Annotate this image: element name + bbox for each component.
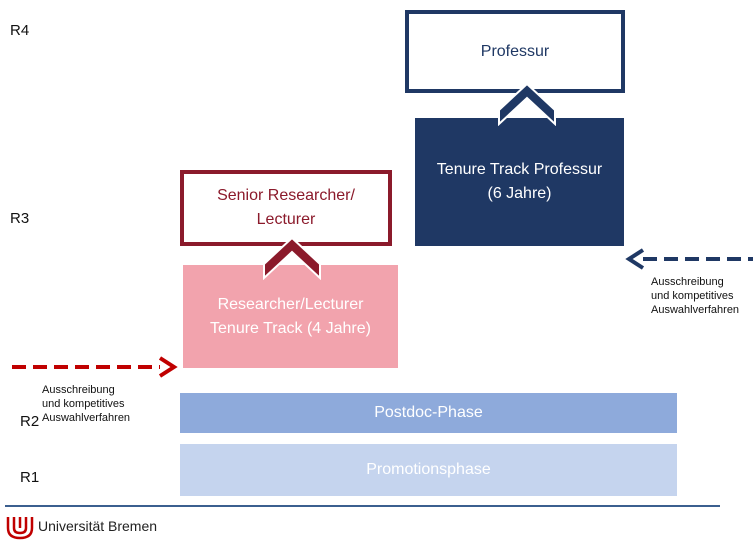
level-r1-label: R1: [20, 469, 40, 486]
level-r2-label: R2: [20, 413, 40, 430]
left-note: Ausschreibung und kompetitives Auswahlve…: [42, 383, 130, 425]
dashed-arrow-right-icon: [12, 356, 178, 378]
postdoc-phase-bar: Postdoc-Phase: [180, 393, 677, 433]
chevron-up-icon: [498, 82, 556, 126]
right-note-line3: Auswahlverfahren: [651, 304, 740, 316]
professur-label: Professur: [480, 42, 550, 60]
dashed-arrow-left-icon: [625, 248, 753, 270]
promotion-label: Promotionsphase: [366, 461, 491, 478]
right-note-line1: Ausschreibung: [651, 276, 724, 288]
senior-line2: Lecturer: [256, 211, 316, 228]
researcher-line1: Researcher/Lecturer: [217, 295, 364, 313]
right-note: Ausschreibung und kompetitives Auswahlve…: [651, 275, 739, 317]
tenure-track-professur-box: Tenure Track Professur (6 Jahre): [415, 118, 624, 246]
left-note-line3: Auswahlverfahren: [42, 412, 131, 424]
tenure-track-professur-line2: (6 Jahre): [487, 185, 552, 202]
postdoc-label: Postdoc-Phase: [374, 404, 483, 421]
left-note-line2: und kompetitives: [42, 398, 125, 410]
senior-line1: Senior Researcher/: [217, 187, 355, 204]
level-r3-label: R3: [10, 210, 30, 227]
promotionsphase-bar: Promotionsphase: [180, 444, 677, 496]
tenure-track-professur-line1: Tenure Track Professur: [436, 161, 603, 178]
professur-box: Professur: [405, 10, 625, 93]
left-note-line1: Ausschreibung: [42, 384, 115, 396]
university-logo-icon: [6, 517, 34, 540]
footer-divider: [5, 505, 720, 507]
researcher-line2: Tenure Track (4 Jahre): [210, 319, 371, 337]
university-name: Universität Bremen: [38, 518, 158, 534]
chevron-up-icon: [263, 236, 321, 280]
researcher-lecturer-box: Researcher/Lecturer Tenure Track (4 Jahr…: [183, 265, 398, 368]
level-r4-label: R4: [10, 22, 30, 39]
right-note-line2: und kompetitives: [651, 290, 734, 302]
senior-researcher-box: Senior Researcher/ Lecturer: [180, 170, 392, 246]
